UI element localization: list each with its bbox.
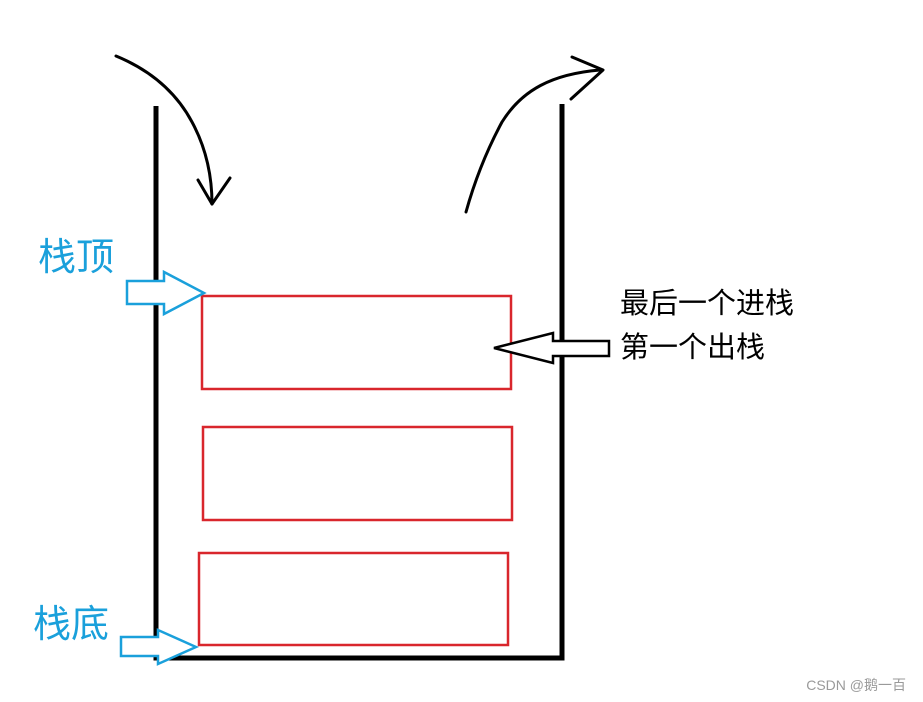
stack-element-middle (201, 425, 514, 522)
pop-arrowhead-icon (569, 55, 605, 101)
push-arrowhead-icon (196, 176, 232, 206)
top-pointer-arrow-icon (125, 269, 207, 317)
watermark: CSDN @鹅一百 (806, 677, 906, 693)
stack-element-bottom (197, 551, 510, 647)
stack-container (153, 104, 565, 661)
pop-arrow-icon (464, 68, 602, 214)
stack-bottom-label: 栈底 (33, 602, 109, 646)
note-last-in: 最后一个进栈 (620, 286, 794, 320)
bottom-pointer-arrow-icon (119, 628, 200, 666)
note-first-out: 第一个出栈 (620, 330, 765, 364)
note-pointer-arrow-icon (493, 331, 611, 365)
stack-element-top (200, 294, 513, 391)
stack-top-label: 栈顶 (38, 235, 114, 279)
push-arrow-icon (114, 54, 214, 206)
